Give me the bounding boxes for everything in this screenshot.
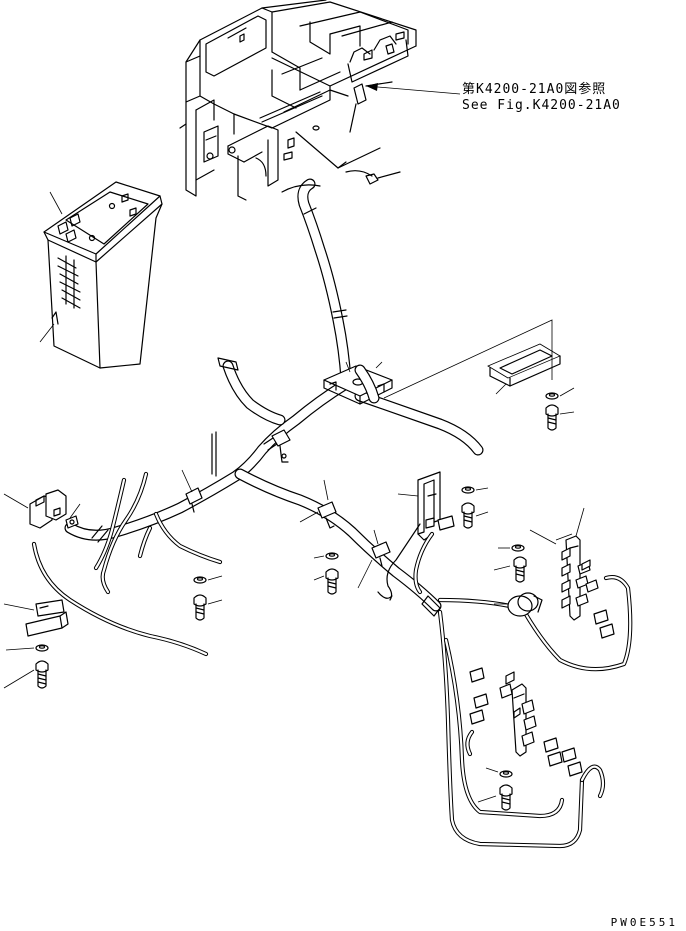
relay-bracket-upper <box>397 471 489 595</box>
cover-alignment-guide <box>383 319 561 399</box>
reference-arrow-icon <box>366 83 378 91</box>
round-connector-plug <box>494 592 543 617</box>
lower-right-wiring-branch <box>377 523 633 849</box>
left-connector-group <box>3 489 81 529</box>
controller-housing-box <box>39 181 163 369</box>
fastener-set-right-cover <box>545 387 575 431</box>
console-frame-assembly <box>179 0 417 201</box>
relay-bracket-right <box>493 507 615 639</box>
hose-clamp-set <box>181 429 391 589</box>
fastener-set-center-left <box>193 552 339 621</box>
main-harness-conduit <box>31 178 484 657</box>
center-mounting-plate <box>323 361 393 405</box>
hose-break-lines <box>281 170 373 193</box>
left-mounting-bracket <box>3 599 69 689</box>
drawing-code-label: PW0E551 <box>610 916 678 929</box>
reference-note-english: See Fig.K4200-21A0 <box>462 98 621 113</box>
relay-bracket-lower <box>469 667 583 811</box>
reference-leader-line <box>365 85 461 95</box>
reference-note-japanese: 第K4200-21A0図参照 <box>462 82 607 97</box>
